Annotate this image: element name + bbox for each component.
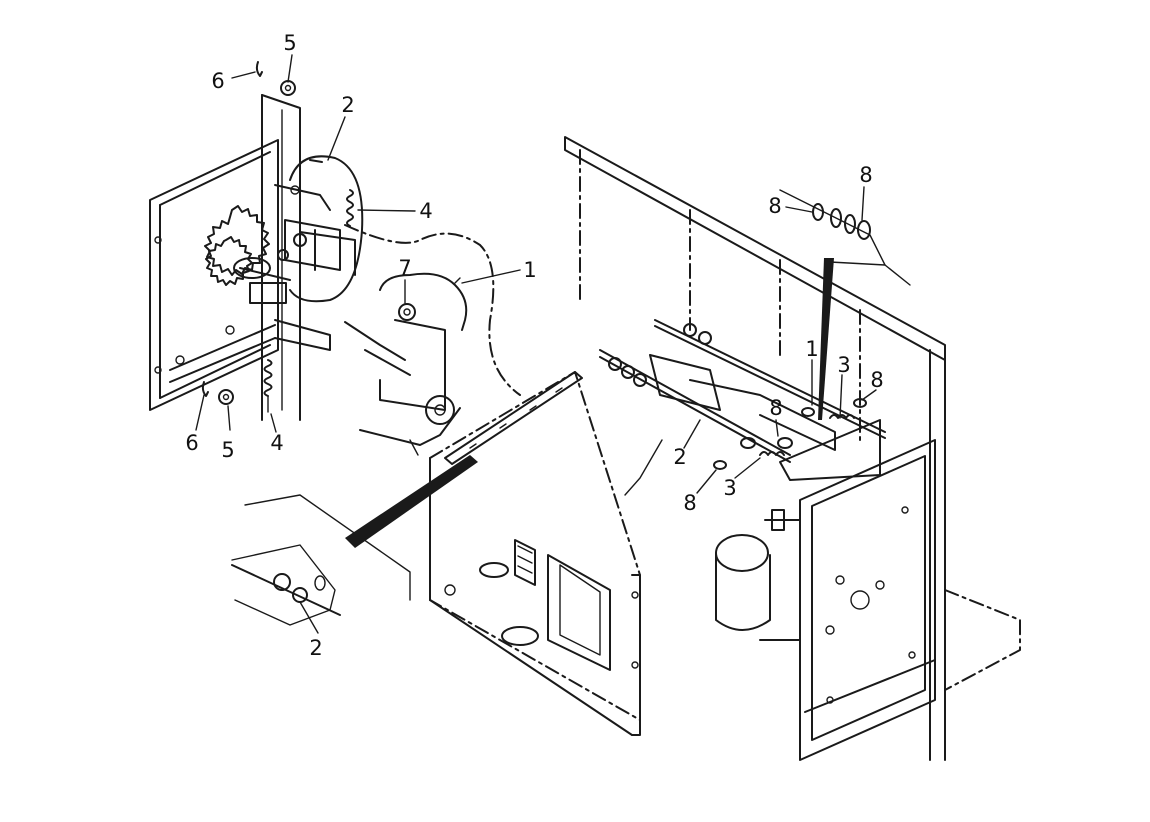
pulley-bracket	[344, 303, 461, 456]
front-center-panel	[429, 371, 641, 736]
washer-bottom	[218, 389, 234, 405]
callout-6: 6	[211, 69, 224, 93]
callout-6: 6	[185, 431, 198, 455]
callout-3: 3	[723, 476, 736, 500]
callout-1: 1	[523, 258, 536, 282]
cable-2-upper	[289, 155, 364, 303]
back-panel	[564, 136, 946, 761]
callout-8: 8	[859, 163, 872, 187]
callout-4: 4	[270, 431, 283, 455]
callouts: 5 6 2 4 1 7 6 5 4 2 8 8 1 3 8 8 2 3 8	[185, 31, 883, 660]
callout-4: 4	[419, 199, 432, 223]
left-side-panel	[149, 139, 279, 411]
cable-routing-dashed	[344, 224, 521, 396]
detail-inset-top-right	[779, 189, 911, 420]
callout-2: 2	[673, 445, 686, 469]
clip-top	[255, 61, 263, 77]
callout-2: 2	[309, 636, 322, 660]
cable-1-upper	[379, 272, 468, 331]
callout-2: 2	[341, 93, 354, 117]
callout-8: 8	[683, 491, 696, 515]
right-front-panel	[799, 439, 1021, 761]
center-rail	[444, 371, 583, 465]
switch-assembly	[274, 159, 356, 276]
detail-inset-bottom-left	[231, 455, 478, 626]
callout-8: 8	[769, 396, 782, 420]
spring-lower	[263, 359, 273, 413]
clip-bottom	[201, 381, 209, 397]
callout-7: 7	[398, 256, 411, 280]
callout-3: 3	[837, 353, 850, 377]
callout-8: 8	[870, 368, 883, 392]
callout-8: 8	[768, 194, 781, 218]
right-rod-assembly	[599, 319, 886, 496]
callout-5: 5	[221, 438, 234, 462]
washer-top	[280, 80, 296, 96]
gear-assembly	[204, 205, 291, 304]
callout-5: 5	[283, 31, 296, 55]
leader-lines	[195, 54, 877, 634]
motor-unit	[715, 509, 801, 641]
callout-1: 1	[805, 337, 818, 361]
spring-upper	[346, 189, 354, 227]
